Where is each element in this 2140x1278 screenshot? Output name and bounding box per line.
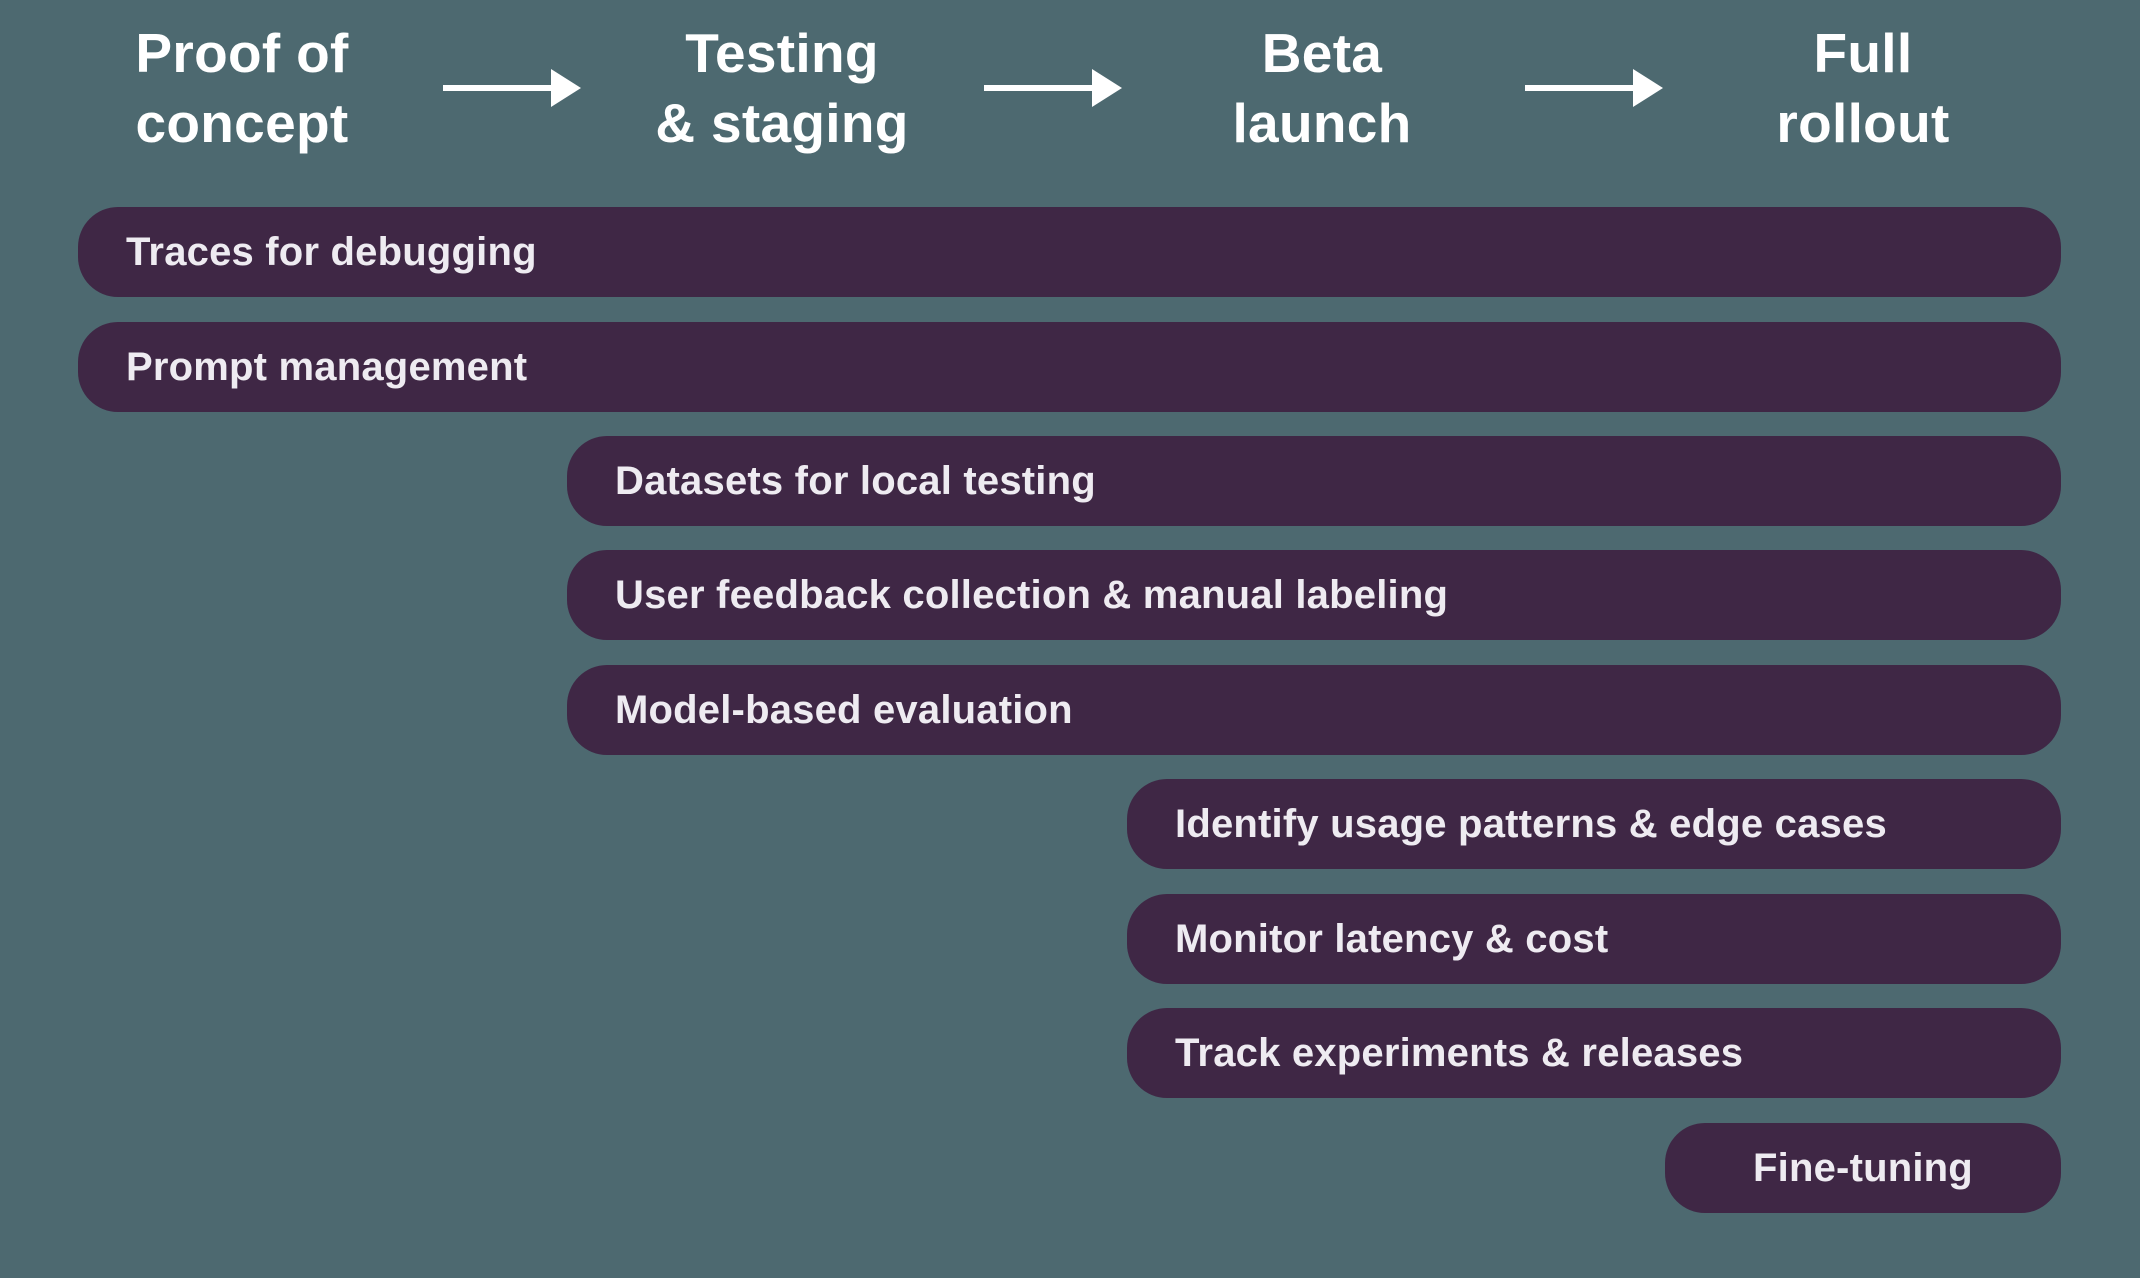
bar-label: User feedback collection & manual labeli…	[615, 572, 1449, 617]
right-arrow-icon	[984, 69, 1122, 107]
bar-fine-tuning: Fine-tuning	[1665, 1123, 2061, 1213]
phase-label-testing-staging: Testing & staging	[655, 22, 909, 154]
bar-user-feedback-collection: User feedback collection & manual labeli…	[567, 550, 2061, 640]
right-arrow-icon	[443, 69, 581, 107]
bar-identify-usage-patterns: Identify usage patterns & edge cases	[1127, 779, 2061, 869]
bar-prompt-management: Prompt management	[78, 322, 2061, 412]
bar-track-experiments-releases: Track experiments & releases	[1127, 1008, 2061, 1098]
bar-monitor-latency-cost: Monitor latency & cost	[1127, 894, 2061, 984]
bar-traces-for-debugging: Traces for debugging	[78, 207, 2061, 297]
bar-label: Traces for debugging	[126, 229, 537, 274]
bar-label: Identify usage patterns & edge cases	[1175, 801, 1887, 846]
bar-label: Datasets for local testing	[615, 458, 1096, 503]
phase-label-full-rollout: Full rollout	[1776, 22, 1950, 154]
right-arrow-icon	[1525, 69, 1663, 107]
bar-label: Monitor latency & cost	[1175, 916, 1609, 961]
bar-datasets-for-local-testing: Datasets for local testing	[567, 436, 2061, 526]
bar-model-based-evaluation: Model-based evaluation	[567, 665, 2061, 755]
bar-label: Track experiments & releases	[1175, 1030, 1744, 1075]
phase-label-beta-launch: Beta launch	[1232, 22, 1412, 154]
bar-label: Model-based evaluation	[615, 687, 1073, 732]
phase-label-proof-of-concept: Proof of concept	[135, 22, 349, 154]
bar-label: Fine-tuning	[1753, 1145, 1973, 1190]
bar-label: Prompt management	[126, 344, 528, 389]
